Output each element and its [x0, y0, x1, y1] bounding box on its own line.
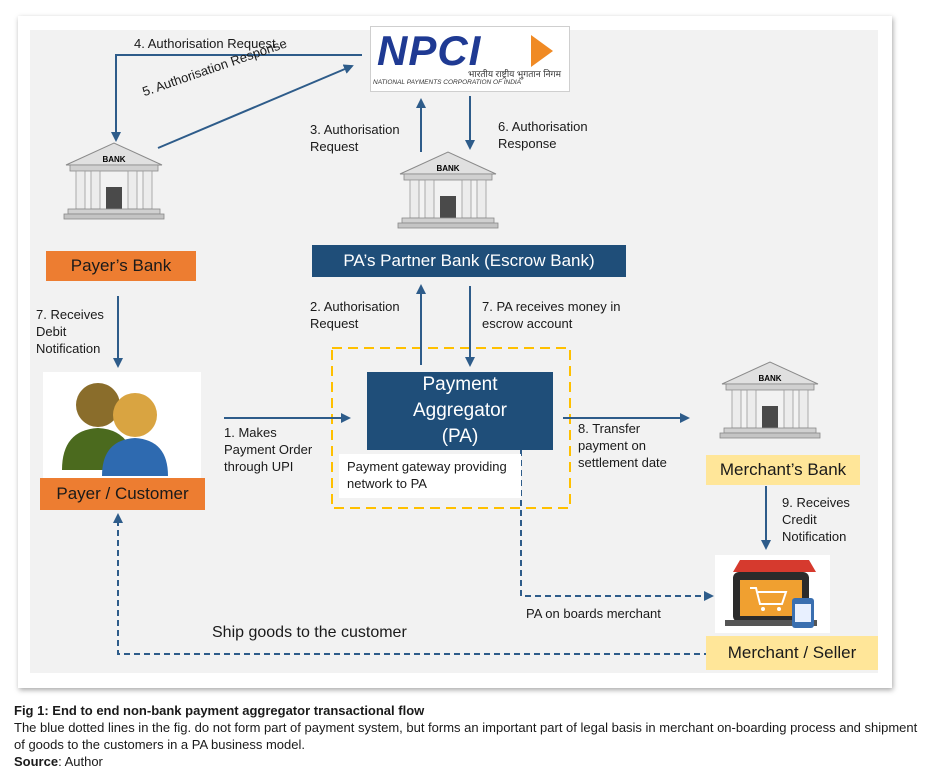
merchant-shop-icon	[715, 555, 830, 633]
caption-source-value: : Author	[58, 754, 103, 769]
npci-logo-wordmark: NPCI	[377, 27, 482, 74]
pa-boundary-dashed	[331, 347, 571, 509]
flow-diagram: BANK BANK BANK	[43, 54, 830, 655]
onboard-label: PA on boards merchant	[526, 606, 661, 621]
npci-flag-icon	[531, 35, 553, 67]
npci-subtitle: NATIONAL PAYMENTS CORPORATION OF INDIA	[373, 79, 522, 86]
step-7-escrow-label: 7. PA receives money in escrow account	[482, 299, 621, 331]
payers-bank-box: Payer’s Bank	[46, 251, 196, 281]
svg-text:BANK: BANK	[436, 164, 459, 173]
merchants-bank-icon: BANK	[719, 361, 821, 439]
step-9-label: 9. Receives Credit Notification	[782, 495, 850, 544]
step-1-label: 1. Makes Payment Order through UPI	[224, 425, 313, 474]
npci-hindi-text: भारतीय राष्ट्रीय भुगतान निगम	[468, 69, 561, 79]
step-8-label: 8. Transfer payment on settlement date	[578, 421, 667, 470]
caption-source: Source: Author	[14, 753, 924, 770]
step-7-debit-label: 7. Receives Debit Notification	[36, 307, 104, 356]
partner-bank-box: PA’s Partner Bank (Escrow Bank)	[312, 245, 626, 277]
arrow-pa-onboards-merchant	[520, 450, 714, 601]
customer-icon	[43, 372, 201, 480]
step-3-label: 3. Authorisation Request	[310, 122, 400, 154]
pa-box: Payment Aggregator (PA)	[367, 372, 553, 450]
arrow-ship-goods	[113, 513, 710, 655]
merchant-seller-box: Merchant / Seller	[706, 636, 878, 670]
merchants-bank-box: Merchant’s Bank	[706, 455, 860, 485]
figure-caption: Fig 1: End to end non-bank payment aggre…	[14, 702, 924, 770]
svg-text:BANK: BANK	[102, 155, 125, 164]
arrow-5-auth-response	[157, 64, 354, 149]
payers-bank-icon: BANK	[63, 142, 165, 220]
ship-goods-label: Ship goods to the customer	[212, 624, 407, 641]
step-4-label: 4. Authorisation Request	[134, 36, 276, 51]
partner-bank-icon: BANK	[397, 151, 499, 229]
payer-customer-box: Payer / Customer	[40, 478, 205, 510]
gateway-note: Payment gateway providing network to PA	[339, 454, 521, 498]
caption-body: The blue dotted lines in the fig. do not…	[14, 720, 918, 752]
npci-logo: NPCI भारतीय राष्ट्रीय भुगतान निगम NATION…	[370, 26, 570, 92]
step-6-label: 6. Authorisation Response	[498, 119, 588, 151]
arrow-4-auth-request	[111, 54, 362, 142]
caption-source-label: Source	[14, 754, 59, 769]
svg-text:BANK: BANK	[758, 374, 781, 383]
caption-title: Fig 1: End to end non-bank payment aggre…	[14, 703, 425, 718]
step-2-label: 2. Authorisation Request	[310, 299, 400, 331]
